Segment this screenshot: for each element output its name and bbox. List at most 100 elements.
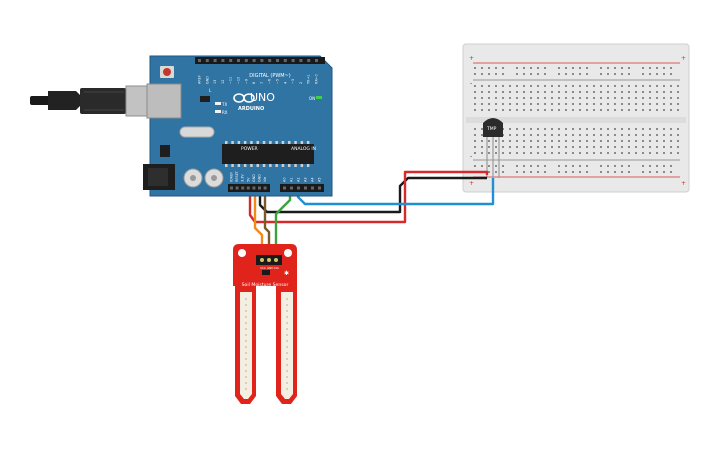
breadboard-hole[interactable] <box>537 146 539 148</box>
header-hole[interactable] <box>268 59 272 62</box>
breadboard-hole[interactable] <box>635 128 637 130</box>
header-hole[interactable] <box>315 59 318 62</box>
breadboard-hole[interactable] <box>614 109 616 111</box>
breadboard-hole[interactable] <box>523 171 525 173</box>
breadboard-hole[interactable] <box>579 91 581 93</box>
breadboard-hole[interactable] <box>572 85 574 87</box>
breadboard-hole[interactable] <box>474 67 476 69</box>
breadboard-hole[interactable] <box>628 128 630 130</box>
breadboard-hole[interactable] <box>663 152 665 154</box>
breadboard-hole[interactable] <box>607 165 609 167</box>
breadboard-hole[interactable] <box>544 73 546 75</box>
breadboard-hole[interactable] <box>586 67 588 69</box>
breadboard-hole[interactable] <box>502 146 504 148</box>
header-hole[interactable] <box>304 186 307 190</box>
breadboard-hole[interactable] <box>509 97 511 99</box>
breadboard-hole[interactable] <box>551 85 553 87</box>
breadboard-hole[interactable] <box>649 171 651 173</box>
breadboard-hole[interactable] <box>649 103 651 105</box>
breadboard-hole[interactable] <box>537 97 539 99</box>
breadboard-hole[interactable] <box>551 134 553 136</box>
breadboard-hole[interactable] <box>670 146 672 148</box>
header-hole[interactable] <box>230 186 233 190</box>
breadboard-hole[interactable] <box>502 67 504 69</box>
breadboard-hole[interactable] <box>530 171 532 173</box>
breadboard-hole[interactable] <box>502 85 504 87</box>
breadboard-hole[interactable] <box>551 109 553 111</box>
breadboard-hole[interactable] <box>649 97 651 99</box>
breadboard-hole[interactable] <box>649 67 651 69</box>
breadboard-hole[interactable] <box>516 165 518 167</box>
breadboard-hole[interactable] <box>607 91 609 93</box>
breadboard-hole[interactable] <box>474 73 476 75</box>
breadboard-hole[interactable] <box>635 103 637 105</box>
breadboard-hole[interactable] <box>656 109 658 111</box>
breadboard-hole[interactable] <box>558 146 560 148</box>
breadboard-hole[interactable] <box>481 165 483 167</box>
breadboard-hole[interactable] <box>544 128 546 130</box>
breadboard-hole[interactable] <box>642 146 644 148</box>
breadboard-hole[interactable] <box>579 128 581 130</box>
breadboard-hole[interactable] <box>488 73 490 75</box>
breadboard-hole[interactable] <box>495 85 497 87</box>
breadboard-hole[interactable] <box>670 171 672 173</box>
breadboard-hole[interactable] <box>579 134 581 136</box>
breadboard-hole[interactable] <box>537 67 539 69</box>
breadboard-hole[interactable] <box>593 152 595 154</box>
breadboard-hole[interactable] <box>593 97 595 99</box>
breadboard-hole[interactable] <box>502 140 504 142</box>
breadboard-hole[interactable] <box>516 73 518 75</box>
breadboard-hole[interactable] <box>481 140 483 142</box>
breadboard-hole[interactable] <box>642 134 644 136</box>
breadboard-hole[interactable] <box>523 146 525 148</box>
breadboard-hole[interactable] <box>649 134 651 136</box>
header-hole[interactable] <box>244 59 248 62</box>
header-hole[interactable] <box>290 186 293 190</box>
breadboard-hole[interactable] <box>593 140 595 142</box>
breadboard-hole[interactable] <box>614 146 616 148</box>
breadboard-hole[interactable] <box>628 134 630 136</box>
breadboard-hole[interactable] <box>621 140 623 142</box>
breadboard-hole[interactable] <box>656 152 658 154</box>
breadboard-hole[interactable] <box>663 146 665 148</box>
breadboard-hole[interactable] <box>642 85 644 87</box>
breadboard-hole[interactable] <box>628 146 630 148</box>
breadboard-hole[interactable] <box>628 140 630 142</box>
breadboard-hole[interactable] <box>537 109 539 111</box>
breadboard-hole[interactable] <box>530 152 532 154</box>
breadboard-hole[interactable] <box>481 134 483 136</box>
breadboard-hole[interactable] <box>509 134 511 136</box>
breadboard-hole[interactable] <box>509 140 511 142</box>
breadboard-hole[interactable] <box>663 165 665 167</box>
breadboard-hole[interactable] <box>670 140 672 142</box>
breadboard-hole[interactable] <box>558 152 560 154</box>
breadboard-hole[interactable] <box>670 152 672 154</box>
breadboard-hole[interactable] <box>607 109 609 111</box>
breadboard-hole[interactable] <box>579 146 581 148</box>
breadboard-hole[interactable] <box>474 109 476 111</box>
breadboard-hole[interactable] <box>677 91 679 93</box>
breadboard-hole[interactable] <box>663 97 665 99</box>
breadboard-hole[interactable] <box>621 152 623 154</box>
breadboard-hole[interactable] <box>600 134 602 136</box>
breadboard-hole[interactable] <box>586 97 588 99</box>
breadboard-hole[interactable] <box>495 67 497 69</box>
breadboard-hole[interactable] <box>642 171 644 173</box>
breadboard-hole[interactable] <box>642 67 644 69</box>
breadboard-hole[interactable] <box>579 165 581 167</box>
breadboard-hole[interactable] <box>495 171 497 173</box>
breadboard-hole[interactable] <box>593 85 595 87</box>
tmp36-sensor[interactable]: TMP <box>483 118 503 178</box>
breadboard-hole[interactable] <box>607 134 609 136</box>
breadboard-hole[interactable] <box>614 134 616 136</box>
breadboard-hole[interactable] <box>586 165 588 167</box>
breadboard-hole[interactable] <box>523 73 525 75</box>
breadboard-hole[interactable] <box>558 134 560 136</box>
breadboard-hole[interactable] <box>663 128 665 130</box>
breadboard-hole[interactable] <box>488 171 490 173</box>
breadboard-hole[interactable] <box>565 140 567 142</box>
breadboard-hole[interactable] <box>544 67 546 69</box>
breadboard-hole[interactable] <box>488 165 490 167</box>
header-hole[interactable] <box>198 59 201 62</box>
header-hole[interactable] <box>205 59 209 62</box>
